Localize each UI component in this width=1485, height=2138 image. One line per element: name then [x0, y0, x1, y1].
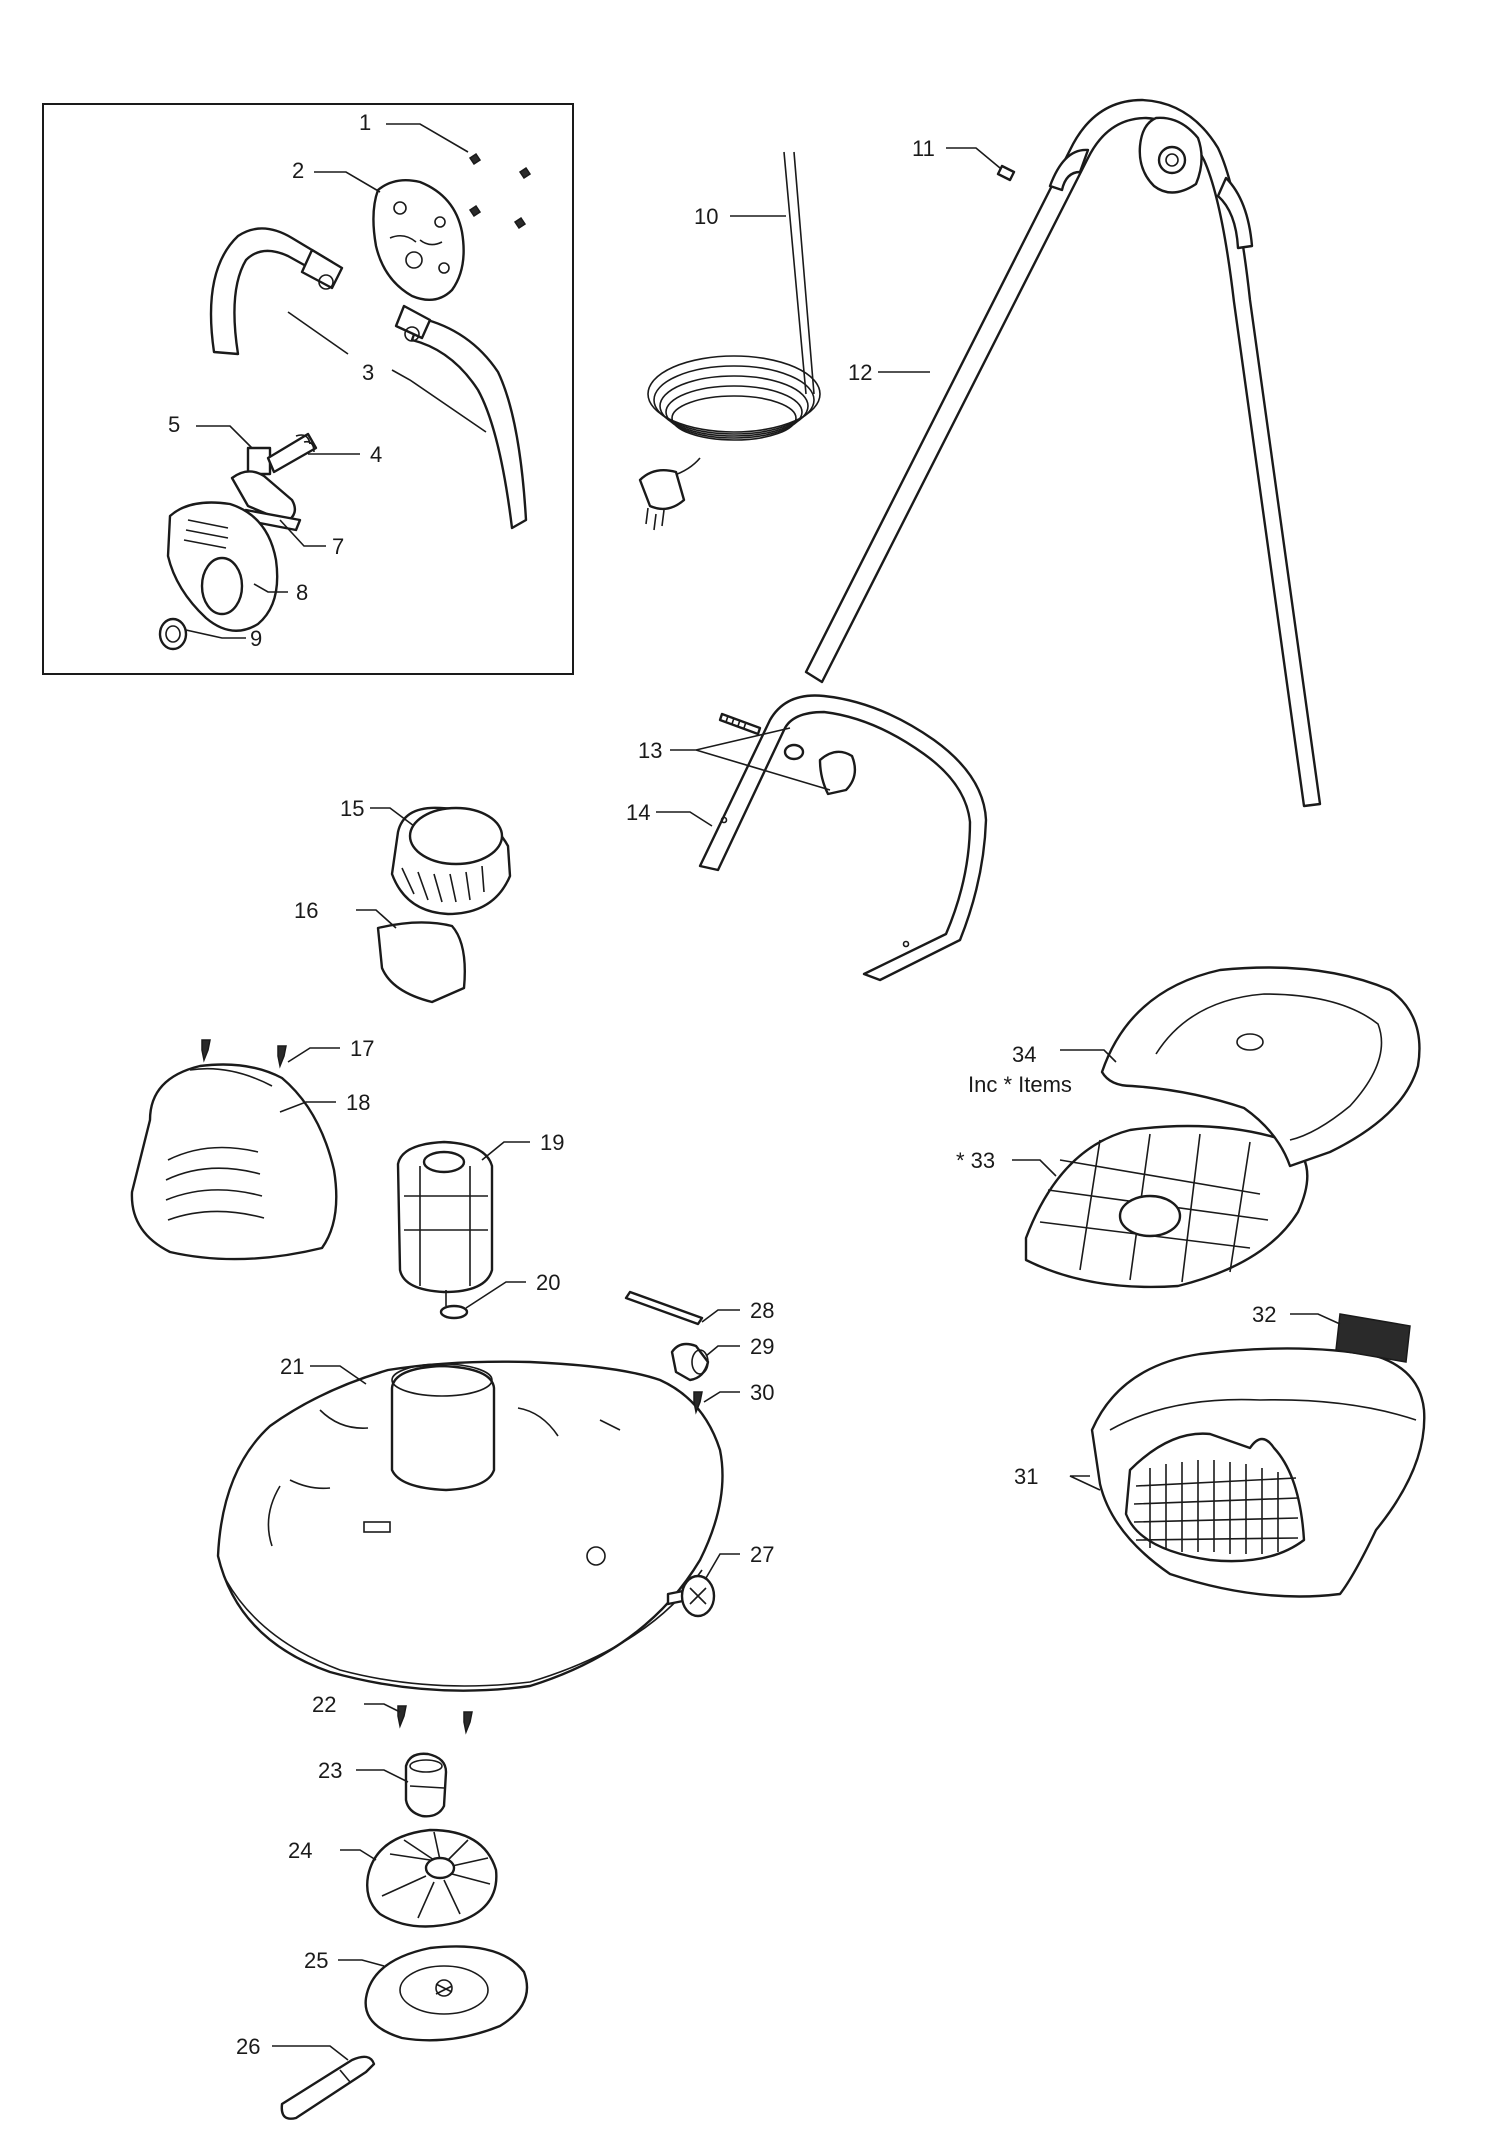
part-29-roller: [670, 1342, 710, 1382]
callout-27: 27: [750, 1542, 774, 1567]
callout-10: 10: [694, 204, 718, 229]
callout-15: 15: [340, 796, 364, 821]
part-10-power-cable: [638, 151, 821, 531]
callout-30: 30: [750, 1380, 774, 1405]
callout-1: 1: [359, 110, 371, 135]
callout-18: 18: [346, 1090, 370, 1115]
leader-lines: [185, 123, 1341, 2061]
part-2-switch-plate: [372, 179, 465, 302]
part-20-washer: [439, 1304, 469, 1320]
callout-11: 11: [912, 136, 935, 161]
callout-22: 22: [312, 1692, 336, 1717]
part-31-grass-box: [1090, 1347, 1426, 1598]
callout-32: 32: [1252, 1302, 1276, 1327]
part-7-8-9-switch-cover: [158, 501, 302, 651]
callout-16: 16: [294, 898, 318, 923]
part-13-bolt-knob: [718, 712, 857, 796]
callout-24: 24: [288, 1838, 312, 1863]
part-33-grille: [1024, 1124, 1309, 1289]
note-inc-items: Inc * Items: [968, 1072, 1072, 1097]
callout-19: 19: [540, 1130, 564, 1155]
part-28-rod: [624, 1290, 704, 1326]
part-25-cutting-disc: [364, 1945, 529, 2042]
part-17-screws: [201, 1039, 287, 1069]
part-21-mower-deck: [216, 1360, 724, 1692]
part-19-motor: [396, 1140, 494, 1306]
part-22-screws: [397, 1705, 473, 1735]
part-27-height-knob: [666, 1574, 716, 1618]
callout-25: 25: [304, 1948, 328, 1973]
callout-labels: 1 2 3 4 5 7 8 9 10 11 12 13 14 15 16 17 …: [168, 110, 1276, 2059]
part-14-lower-handle: [698, 694, 988, 982]
part-30-screw: [693, 1391, 703, 1415]
part-18-motor-cover: [130, 1063, 338, 1261]
part-12-upper-handle: [804, 98, 1322, 808]
part-34-box-cover: [1100, 966, 1421, 1168]
callout-28: 28: [750, 1298, 774, 1323]
callout-33: * 33: [956, 1148, 995, 1173]
part-4-5-switch-wiring: [230, 432, 318, 524]
callout-3: 3: [362, 360, 374, 385]
callout-13: 13: [638, 738, 662, 763]
callout-12: 12: [848, 360, 872, 385]
part-11-fuse: [996, 164, 1016, 182]
callout-8: 8: [296, 580, 308, 605]
callout-9: 9: [250, 626, 262, 651]
callout-21: 21: [280, 1354, 304, 1379]
part-1-screws: [468, 152, 532, 230]
part-23-coupling: [404, 1752, 448, 1818]
part-15-16-motor-cap: [376, 806, 512, 1004]
callout-17: 17: [350, 1036, 374, 1061]
part-24-fan-impeller: [366, 1828, 498, 1928]
callout-23: 23: [318, 1758, 342, 1783]
callout-34: 34: [1012, 1042, 1036, 1067]
callout-20: 20: [536, 1270, 560, 1295]
callout-26: 26: [236, 2034, 260, 2059]
callout-4: 4: [370, 442, 382, 467]
callout-14: 14: [626, 800, 650, 825]
callout-2: 2: [292, 158, 304, 183]
part-3-handle-grips: [209, 227, 528, 530]
part-32-label: [1335, 1313, 1411, 1363]
callout-5: 5: [168, 412, 180, 437]
inset-frame: [42, 103, 574, 675]
callout-29: 29: [750, 1334, 774, 1359]
callout-7: 7: [332, 534, 344, 559]
callout-31: 31: [1014, 1464, 1038, 1489]
part-26-blade: [280, 2055, 376, 2120]
